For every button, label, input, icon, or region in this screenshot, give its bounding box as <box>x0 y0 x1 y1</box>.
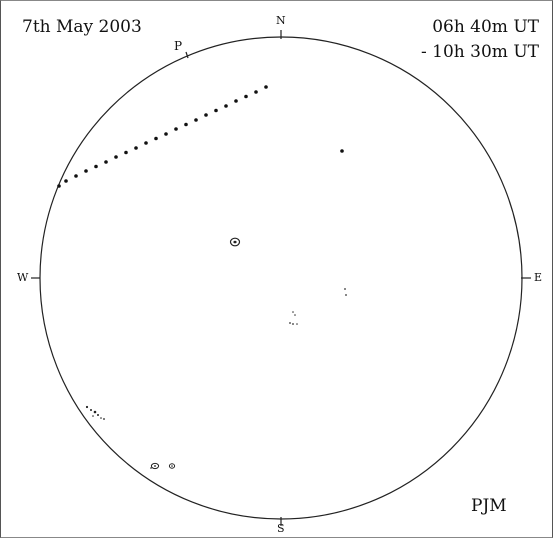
pole-tick <box>185 51 189 59</box>
sunspot-pores-east <box>344 288 347 296</box>
observation-time-start: 06h 40m UT <box>432 17 539 37</box>
transit-dot <box>224 104 228 108</box>
compass-north-label: N <box>276 14 286 27</box>
transit-dot <box>74 174 78 178</box>
compass-south-label: S <box>277 522 285 535</box>
sunspot-group-southwest <box>85 405 105 420</box>
sunspot-small <box>340 149 344 153</box>
transit-track <box>57 85 268 188</box>
observation-time-end: - 10h 30m UT <box>421 42 539 62</box>
sunspot-group-centre <box>289 311 298 325</box>
transit-dot <box>104 160 108 164</box>
transit-dot <box>244 94 248 99</box>
transit-dot <box>214 108 218 113</box>
transit-dot <box>154 136 158 141</box>
pole-label: P <box>174 39 183 53</box>
transit-dot <box>94 164 98 169</box>
transit-dot <box>124 150 128 155</box>
transit-dot <box>134 146 138 150</box>
transit-dot <box>184 122 188 127</box>
observation-date: 7th May 2003 <box>22 17 142 37</box>
transit-dot <box>194 118 198 122</box>
transit-dot <box>64 179 68 183</box>
compass-west-label: W <box>17 271 29 284</box>
transit-dot <box>254 90 258 94</box>
observer-initials: PJM <box>471 496 507 516</box>
transit-dot <box>84 169 88 173</box>
transit-dot <box>174 127 178 131</box>
transit-dot <box>164 132 168 136</box>
compass-east-label: E <box>534 271 543 284</box>
sunspot-penumbral <box>229 237 241 247</box>
transit-dot <box>114 155 118 159</box>
solar-disc-outline <box>39 36 523 520</box>
transit-dot <box>144 141 148 145</box>
transit-dot <box>204 113 208 117</box>
sunspot-group-south <box>150 462 176 470</box>
transit-dot <box>57 184 61 188</box>
transit-dot <box>234 99 238 103</box>
transit-dot <box>264 85 268 89</box>
